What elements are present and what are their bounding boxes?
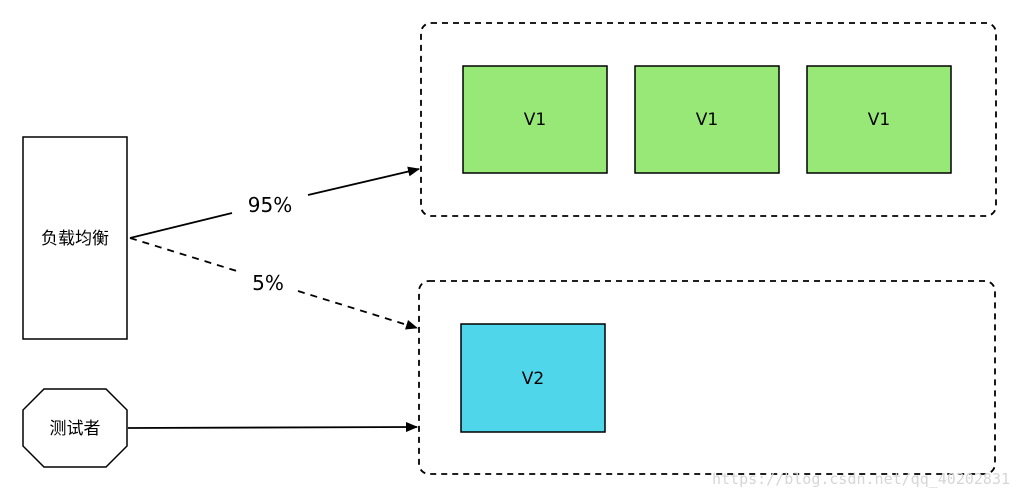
v2-traffic-percent: 5%	[252, 271, 284, 295]
v1-instance: V1	[462, 65, 608, 174]
v1-instance: V1	[806, 65, 952, 174]
v2-instance: V2	[460, 323, 606, 433]
v1-instance-label: V1	[524, 110, 546, 130]
v1-instance: V1	[634, 65, 780, 174]
load-balancer-node: 负载均衡	[22, 136, 128, 340]
v2-instance-label: V2	[522, 369, 544, 389]
arrow-tester-to-v2	[127, 422, 418, 433]
v1-traffic-percent: 95%	[248, 193, 292, 217]
tester-node: 测试者	[22, 388, 128, 468]
arrow-lb-to-v1	[129, 166, 420, 239]
tester-label: 测试者	[50, 419, 101, 439]
load-balancer-label: 负载均衡	[41, 229, 109, 249]
v2-group-container	[418, 280, 996, 475]
v1-instance-label: V1	[868, 110, 890, 130]
arrow-lb-to-v2	[129, 237, 418, 330]
watermark-text: https://blog.csdn.net/qq_40202831	[712, 470, 1010, 488]
v1-group-container	[420, 22, 997, 217]
v1-instance-label: V1	[696, 110, 718, 130]
